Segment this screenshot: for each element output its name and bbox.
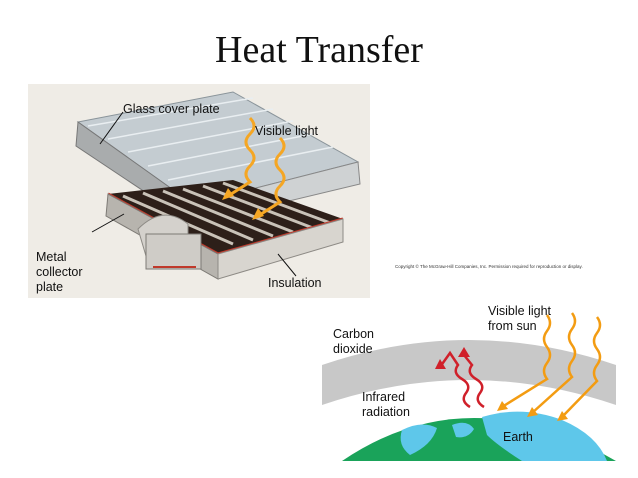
sun-arrowhead-3 (557, 411, 568, 421)
copyright-notice-greenhouse: Copyright © The McGraw-Hill Companies, I… (395, 264, 583, 269)
earth-lake (452, 422, 474, 438)
inlet-pipe-housing (145, 233, 202, 270)
light-arrowhead-1 (222, 188, 234, 200)
greenhouse-effect-illustration (322, 312, 616, 461)
absorber-fins (122, 181, 334, 246)
label-carbon-line1: Carbon (333, 327, 374, 341)
pointer-glass (99, 111, 124, 145)
label-visible-light-line1: Visible light (488, 304, 552, 318)
collector-box-front (217, 218, 344, 280)
pointer-insulation (277, 253, 297, 277)
sun-arrowhead-1 (497, 401, 508, 411)
label-collector-line2: collector (36, 265, 83, 279)
label-metal-line1: Metal (36, 250, 67, 264)
label-radiation-line2: radiation (362, 405, 410, 419)
ir-arrowhead-down (435, 359, 446, 369)
label-visible-light: Visible light (255, 124, 319, 138)
pointer-collector-plate (91, 213, 125, 233)
slide-title: Heat Transfer (215, 29, 423, 71)
solar-collector-illustration (28, 84, 370, 298)
label-infrared-line1: Infrared (362, 390, 406, 404)
infrared-radiation-rays (438, 350, 485, 409)
sun-arrowhead-2 (527, 407, 538, 417)
label-earth: Earth (503, 430, 533, 444)
earth-ocean-left (400, 424, 437, 455)
label-insulation: Insulation (268, 276, 322, 290)
light-arrowhead-2 (252, 208, 264, 220)
label-plate-line3: plate (36, 280, 64, 294)
sunlight-rays (501, 312, 602, 418)
visible-light-rays (227, 116, 286, 218)
label-dioxide-line2: dioxide (333, 342, 373, 356)
label-glass-cover-plate: Glass cover plate (123, 102, 220, 116)
earth-ocean-right (482, 411, 607, 461)
label-from-sun-line2: from sun (488, 319, 537, 333)
ir-arrowhead-up (458, 347, 470, 357)
